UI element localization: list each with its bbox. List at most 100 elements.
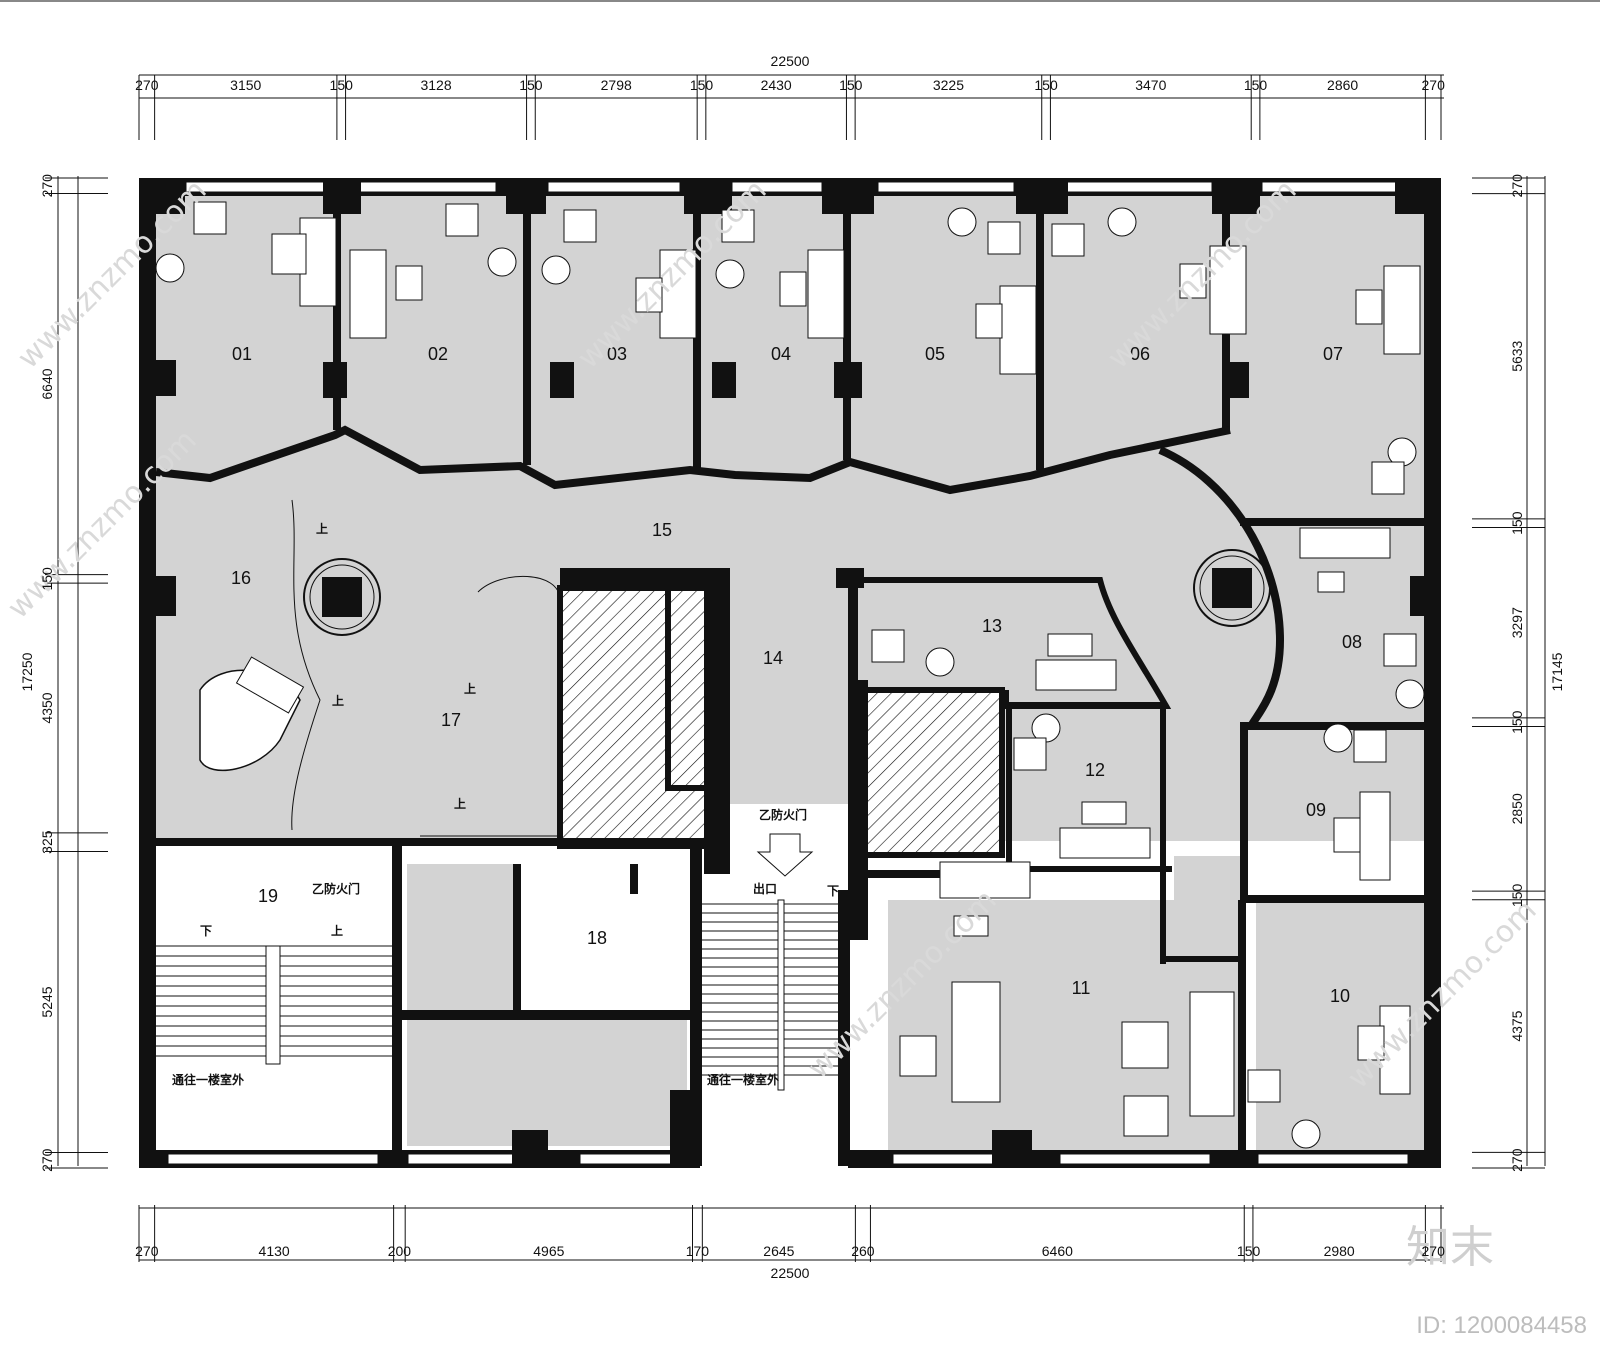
room-08: 08 (1342, 632, 1362, 652)
dim-bottom-segment: 270 (1422, 1243, 1446, 1259)
dim-top-segment: 3225 (933, 77, 964, 93)
up-label-1: 上 (316, 521, 328, 536)
dim-bottom-segment: 2645 (763, 1243, 794, 1259)
desk (1317, 571, 1345, 593)
dim-top-segment: 270 (135, 77, 159, 93)
side-table (1371, 461, 1405, 495)
side-table (193, 201, 227, 235)
dim-top-segment: 150 (330, 77, 354, 93)
desk (1081, 801, 1127, 825)
side-table (1051, 223, 1085, 257)
room-16: 16 (231, 568, 251, 588)
piano (1299, 527, 1391, 559)
desk (975, 303, 1003, 339)
up-label-5: 上 (331, 923, 343, 938)
desk (1357, 1025, 1385, 1061)
dim-right-segment: 150 (1509, 884, 1525, 908)
stool (1395, 679, 1425, 709)
piano (939, 861, 1031, 899)
dim-top-segment: 270 (1422, 77, 1446, 93)
room-05: 05 (925, 344, 945, 364)
dimension-ticks (45, 75, 1545, 1262)
room-17: 17 (441, 710, 461, 730)
stool (947, 207, 977, 237)
dimension-lines (45, 74, 1546, 1262)
dim-top-segment: 3128 (420, 77, 451, 93)
room-15: 15 (652, 520, 672, 540)
dim-right-segment: 270 (1509, 174, 1525, 198)
exit-label: 出口 (753, 881, 777, 896)
room-11: 11 (1072, 978, 1091, 998)
stool (1323, 723, 1353, 753)
piano (1035, 659, 1117, 691)
dim-right-segment: 150 (1509, 710, 1525, 734)
room-02: 02 (428, 344, 448, 364)
room-18: 18 (587, 928, 607, 948)
stair-19 (156, 945, 392, 1065)
dim-bottom-segment: 270 (135, 1243, 159, 1259)
desk (779, 271, 807, 307)
dim-top-total: 22500 (771, 53, 810, 69)
room-07: 07 (1323, 344, 1343, 364)
dim-top-segment: 150 (690, 77, 714, 93)
dim-bottom-segment: 260 (851, 1243, 875, 1259)
outdoor-label-1: 通往一楼室外 (172, 1072, 244, 1087)
dim-right-total: 17145 (1549, 652, 1565, 691)
desk (953, 915, 989, 937)
dim-left-segment: 325 (39, 830, 55, 854)
side-table (1013, 737, 1047, 771)
room-13: 13 (982, 616, 1002, 636)
stair-center (702, 899, 848, 1091)
round-column (303, 549, 1271, 636)
room-09: 09 (1306, 800, 1326, 820)
fire-door-label-2: 乙防火门 (759, 807, 807, 822)
room-01: 01 (232, 344, 252, 364)
dim-top-segment: 150 (519, 77, 543, 93)
watermark-logo: 知末 (1406, 1222, 1494, 1273)
dim-right-segment: 150 (1509, 511, 1525, 535)
dim-top-segment: 2430 (761, 77, 792, 93)
side-table (1383, 633, 1417, 667)
desk (1047, 633, 1093, 657)
room-04: 04 (771, 344, 791, 364)
furniture (155, 201, 1425, 1149)
stool (1107, 207, 1137, 237)
stool (925, 647, 955, 677)
upright-piano (999, 285, 1037, 375)
dim-top-segment: 3150 (230, 77, 261, 93)
upright-piano (659, 249, 697, 339)
room-14: 14 (763, 648, 783, 668)
dim-left-segment: 5245 (39, 986, 55, 1017)
desk (1355, 289, 1383, 325)
piano (1379, 1005, 1411, 1095)
watermark-id: ID: 1200084458 (1416, 1312, 1587, 1339)
dim-top-segment: 3470 (1135, 77, 1166, 93)
dim-left-segment: 6640 (39, 368, 55, 399)
desk (271, 233, 307, 275)
side-table (987, 221, 1021, 255)
dim-right-segment: 2850 (1509, 793, 1525, 824)
office-furniture (899, 981, 1235, 1137)
side-table (445, 203, 479, 237)
dim-top-segment: 2798 (601, 77, 632, 93)
upright-piano (1383, 265, 1421, 355)
stool (487, 247, 517, 277)
dim-left-total: 17250 (19, 652, 35, 691)
stool (715, 259, 745, 289)
dim-left-segment: 270 (39, 174, 55, 198)
stool (541, 255, 571, 285)
side-table (721, 209, 755, 243)
plan-labels: 乙防火门 乙防火门 出口 下 下 上 上 上 上 上 通往一楼室外 通往一楼室外 (172, 521, 839, 1087)
dim-right-segment: 4375 (1509, 1010, 1525, 1041)
stool (155, 253, 185, 283)
room-19: 19 (258, 886, 278, 906)
grand-piano (199, 656, 305, 772)
down-label-1: 下 (200, 924, 212, 938)
dim-right-segment: 3297 (1509, 607, 1525, 638)
dim-bottom-segment: 6460 (1042, 1243, 1073, 1259)
room-06: 06 (1130, 344, 1150, 364)
dim-right-segment: 5633 (1509, 340, 1525, 371)
up-label-2: 上 (332, 693, 344, 708)
dim-bottom-total: 22500 (771, 1265, 810, 1281)
dim-top-segment: 2860 (1327, 77, 1358, 93)
